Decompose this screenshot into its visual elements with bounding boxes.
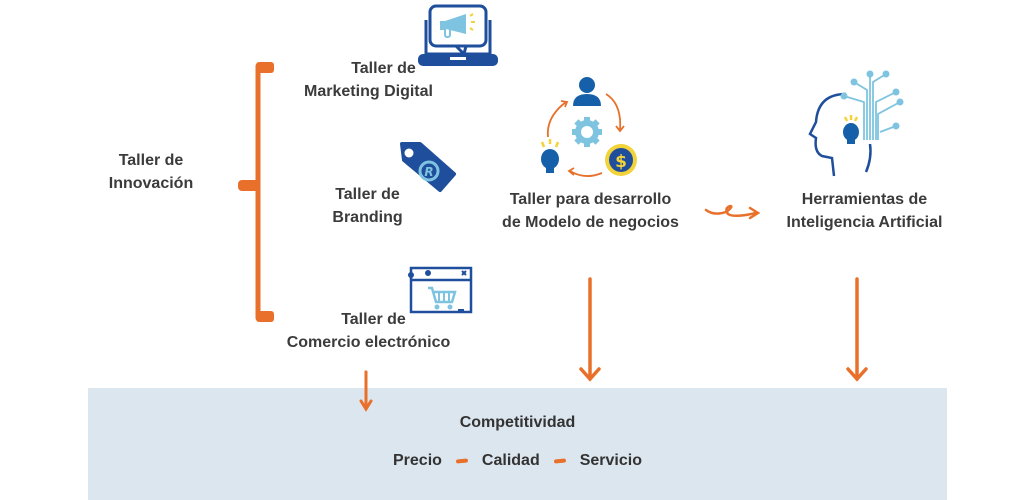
workshop-marketing-line1: Taller de [351, 60, 416, 77]
ai-head-icon [808, 70, 904, 177]
workshop-ecommerce-label: Taller de Comercio electrónico [276, 308, 461, 354]
workshop-branding-label: Taller de Branding [320, 183, 415, 229]
innovation-label-line1: Taller de [118, 152, 184, 169]
ai-tools-label: Herramientas de Inteligencia Artificial [772, 188, 957, 234]
price-tag-icon: R [400, 142, 456, 192]
browser-cart-icon [408, 266, 473, 314]
innovation-label-line2: Innovación [108, 175, 194, 192]
workshop-marketing-line2: Marketing Digital [304, 83, 433, 100]
innovation-label: Taller de Innovación [96, 149, 206, 195]
person-icon [573, 77, 601, 106]
business-model-label: Taller para desarrollo de Modelo de nego… [488, 188, 693, 234]
business-model-line2: de Modelo de negocios [502, 214, 679, 231]
business-cycle-icon: $ [540, 77, 637, 177]
gear-icon [572, 117, 602, 147]
workshop-branding-line1: Taller de [335, 186, 400, 203]
factor-separator [455, 458, 469, 464]
competitiveness-factors: Precio Calidad Servicio [88, 452, 947, 470]
svg-text:R: R [424, 165, 433, 179]
factor-price: Precio [393, 452, 442, 469]
bracket-connector [238, 62, 274, 322]
squiggle-arrow [704, 204, 761, 220]
laptop-megaphone-icon [418, 4, 498, 66]
workshop-ecommerce-line2: Comercio electrónico [286, 334, 451, 351]
competitiveness-title: Competitividad [459, 414, 576, 431]
dollar-coin-icon: $ [605, 144, 637, 176]
lightbulb-icon [540, 139, 560, 173]
workshop-branding-line2: Branding [332, 209, 403, 226]
down-arrow-ai-tools [846, 277, 868, 382]
business-model-line1: Taller para desarrollo [509, 191, 672, 208]
workshop-ecommerce-line1: Taller de [341, 311, 406, 328]
competitiveness-panel: Competitividad Precio Calidad Servicio [88, 388, 947, 500]
svg-text:$: $ [615, 152, 627, 172]
factor-service: Servicio [579, 452, 642, 469]
down-arrow-ecommerce-tip [359, 370, 373, 412]
ai-tools-line1: Herramientas de [801, 191, 928, 208]
down-arrow-business-model [579, 277, 601, 382]
factor-quality: Calidad [481, 452, 540, 469]
factor-separator [553, 458, 566, 464]
workshop-marketing-label: Taller de Marketing Digital [296, 57, 441, 103]
ai-tools-line2: Inteligencia Artificial [786, 214, 943, 231]
